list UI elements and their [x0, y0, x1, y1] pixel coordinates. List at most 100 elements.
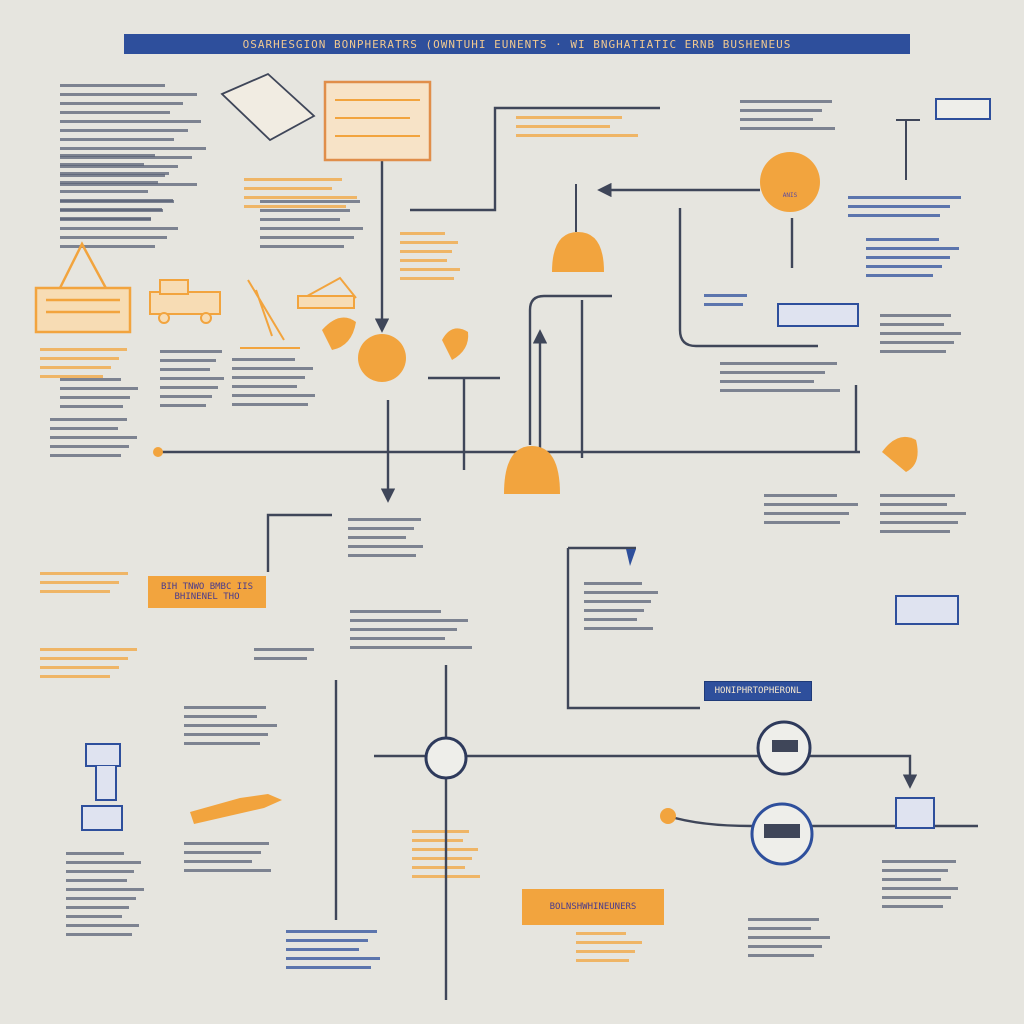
text-blocks: [40, 84, 966, 969]
text-line: [848, 196, 961, 199]
text-line: [400, 232, 445, 235]
orange-circle-node: [153, 152, 820, 824]
text-line: [232, 394, 315, 397]
text-line: [66, 879, 127, 882]
connector-center-bracket: [566, 546, 700, 710]
text-line: [720, 389, 840, 392]
text-line: [160, 404, 206, 407]
text-line: [764, 494, 837, 497]
text-line: [232, 376, 305, 379]
text-line: [184, 706, 266, 709]
text-line: [66, 933, 132, 936]
text-line: [60, 405, 123, 408]
text-line: [60, 396, 130, 399]
text-line: [882, 860, 956, 863]
text-line: [576, 941, 642, 944]
text-line: [286, 966, 371, 969]
text-line: [584, 600, 651, 603]
text-line: [60, 147, 206, 150]
text-line: [66, 897, 136, 900]
text-line: [880, 350, 946, 353]
text-line: [160, 386, 218, 389]
text-line: [882, 878, 941, 881]
text-line: [412, 830, 469, 833]
text-line: [244, 187, 332, 190]
text-line: [880, 494, 955, 497]
text-line: [232, 385, 297, 388]
text-line: [584, 609, 644, 612]
text-line: [516, 134, 638, 137]
text-line: [516, 116, 622, 119]
text-line: [184, 742, 260, 745]
text-line: [748, 945, 822, 948]
text-line: [160, 395, 212, 398]
text-line: [60, 387, 138, 390]
text-line: [348, 536, 406, 539]
text-line: [740, 118, 813, 121]
text-line: [60, 172, 169, 175]
flag-arrow-icon: [626, 549, 636, 566]
text-line: [350, 628, 457, 631]
text-line: [350, 610, 441, 613]
connector-lower-right: [667, 814, 978, 828]
text-line: [184, 724, 277, 727]
connector-left-bracket: [266, 513, 332, 572]
text-line: [348, 545, 423, 548]
text-line: [60, 120, 201, 123]
text-line: [160, 359, 216, 362]
text-line: [412, 857, 472, 860]
text-line: [748, 954, 814, 957]
text-line: [880, 530, 950, 533]
connector-bottom-horizontal: [374, 754, 918, 789]
text-line: [40, 357, 119, 360]
text-line: [66, 906, 129, 909]
text-line: [286, 930, 377, 933]
text-line: [160, 368, 210, 371]
text-line: [66, 870, 134, 873]
machine-icon: [777, 303, 959, 829]
text-line: [50, 427, 118, 430]
connector-lines: [156, 106, 978, 1000]
text-line: [286, 939, 368, 942]
connector-right-loop: [678, 208, 818, 348]
text-line: [350, 637, 445, 640]
text-line: [260, 209, 350, 212]
text-line: [160, 350, 222, 353]
text-line: [50, 436, 137, 439]
text-line: [60, 245, 155, 248]
text-line: [286, 948, 359, 951]
text-line: [516, 125, 610, 128]
text-line: [348, 554, 416, 557]
text-line: [882, 896, 951, 899]
text-line: [254, 648, 314, 651]
text-line: [60, 138, 174, 141]
warning-triangle-icon: [34, 241, 132, 334]
text-line: [400, 277, 454, 280]
text-line: [244, 196, 357, 199]
text-line: [748, 918, 819, 921]
text-line: [866, 274, 933, 277]
text-line: [40, 581, 119, 584]
text-line: [880, 341, 954, 344]
text-line: [866, 247, 959, 250]
text-line: [412, 839, 463, 842]
text-line: [584, 618, 637, 621]
text-line: [866, 256, 950, 259]
text-line: [740, 127, 835, 130]
text-line: [60, 84, 165, 87]
text-line: [740, 109, 822, 112]
connector-mid-t: [428, 376, 500, 470]
text-line: [60, 218, 151, 221]
text-line: [60, 165, 178, 168]
text-line: [260, 200, 360, 203]
text-line: [882, 905, 943, 908]
text-line: [60, 93, 197, 96]
text-line: [66, 861, 141, 864]
text-line: [260, 245, 344, 248]
text-line: [60, 174, 165, 177]
text-line: [60, 227, 178, 230]
text-line: [60, 200, 174, 203]
diagram-title: OSARHESGION BONPHERATRS (OWNTUHI EUNENTS…: [124, 34, 910, 54]
text-line: [60, 183, 197, 186]
